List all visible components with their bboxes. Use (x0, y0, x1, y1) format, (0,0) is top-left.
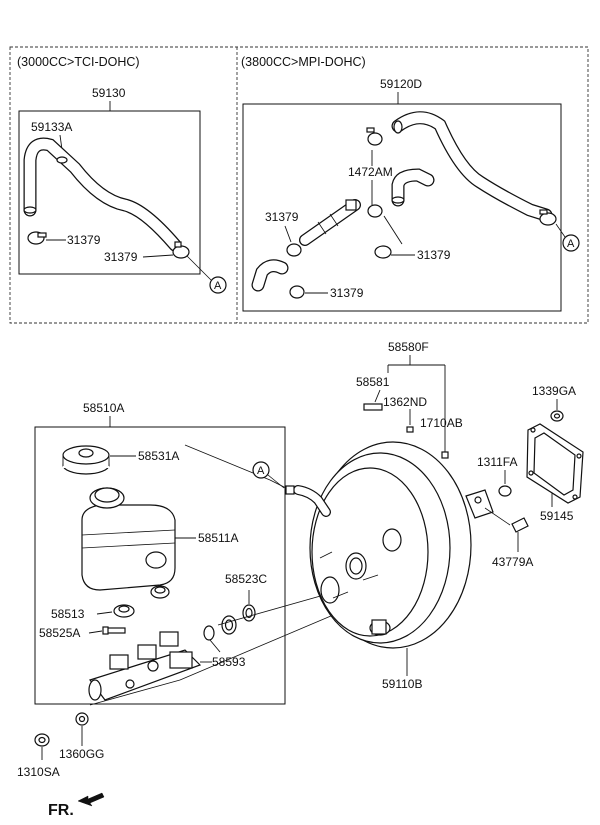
grommet-58513 (113, 604, 135, 618)
label-58513: 58513 (51, 607, 85, 621)
nut-1311FA (498, 485, 512, 497)
mpi-section-header: (3800CC>MPI-DOHC) (241, 55, 366, 69)
label-59110B: 59110B (382, 677, 422, 691)
label-58593: 58593 (212, 655, 246, 669)
nut-1360GG (75, 712, 89, 726)
hose-clamp (366, 127, 383, 146)
seal-ring (203, 615, 237, 641)
label-1710AB: 1710AB (420, 416, 463, 430)
hose-clamp (286, 243, 302, 257)
callout-a-right-label: A (567, 238, 575, 250)
label-31379-a: 31379 (67, 233, 101, 247)
label-1360GG: 1360GG (59, 747, 104, 761)
part-1710AB (441, 451, 449, 459)
nut-1310SA (34, 733, 50, 747)
hose-elbow (391, 168, 435, 207)
hose-clamp (374, 245, 392, 259)
reservoir-58511A (81, 487, 176, 591)
callout-a-left (209, 276, 227, 294)
callout-a-right (562, 234, 580, 252)
vacuum-hose-59120D (391, 111, 553, 222)
nut-1339GA (550, 410, 564, 422)
brake-booster-59110B (309, 441, 472, 649)
label-1310SA: 1310SA (17, 765, 60, 779)
pin-58581 (363, 403, 383, 411)
label-58523C: 58523C (225, 572, 267, 586)
gasket-59145 (526, 423, 584, 504)
master-cylinder-body (88, 631, 202, 701)
tci-hose-box (18, 110, 201, 275)
master-cylinder-box (34, 426, 286, 705)
label-59130: 59130 (92, 86, 126, 100)
booster-check-fitting (285, 485, 331, 517)
clip-43779A (511, 517, 529, 533)
label-1339GA: 1339GA (532, 384, 576, 398)
hose-short (251, 259, 289, 292)
label-31379-d: 31379 (417, 248, 451, 262)
label-58580F: 58580F (388, 340, 429, 354)
label-31379-b: 31379 (104, 250, 138, 264)
label-1472AM: 1472AM (348, 165, 393, 179)
label-31379-e: 31379 (330, 286, 364, 300)
hose-section-frame (9, 46, 589, 324)
label-31379-c: 31379 (265, 210, 299, 224)
mpi-hose-box (242, 103, 562, 312)
label-58581: 58581 (356, 375, 390, 389)
tci-section-header: (3000CC>TCI-DOHC) (17, 55, 140, 69)
bracket (465, 489, 494, 519)
clip-1362ND (406, 426, 414, 433)
label-1311FA: 1311FA (477, 455, 517, 469)
label-59120D: 59120D (380, 77, 422, 91)
callout-a-booster (252, 461, 270, 479)
label-58510A: 58510A (83, 401, 124, 415)
label-58531A: 58531A (138, 449, 179, 463)
label-58525A: 58525A (39, 626, 80, 640)
hose-clamp (289, 285, 305, 299)
grommet (150, 585, 170, 599)
hose-clamp (172, 241, 190, 259)
hose-clamp (539, 209, 557, 226)
label-1362ND: 1362ND (383, 395, 427, 409)
hose-clamp (367, 204, 383, 218)
front-direction-label: FR. (48, 802, 74, 819)
bolt-58525A (102, 626, 126, 635)
vacuum-hose-59130 (23, 137, 182, 252)
hose-clamp (27, 231, 47, 245)
label-59133A: 59133A (31, 120, 72, 134)
label-59145: 59145 (540, 509, 574, 523)
reservoir-cap-58531A (62, 445, 110, 475)
label-58511A: 58511A (198, 531, 238, 545)
label-43779A: 43779A (492, 555, 533, 569)
callout-a-booster-label: A (257, 465, 265, 477)
o-ring-58523C (242, 604, 256, 622)
check-valve-1472AM (299, 199, 361, 246)
callout-a-left-label: A (214, 280, 222, 292)
front-arrow-icon (77, 792, 105, 807)
